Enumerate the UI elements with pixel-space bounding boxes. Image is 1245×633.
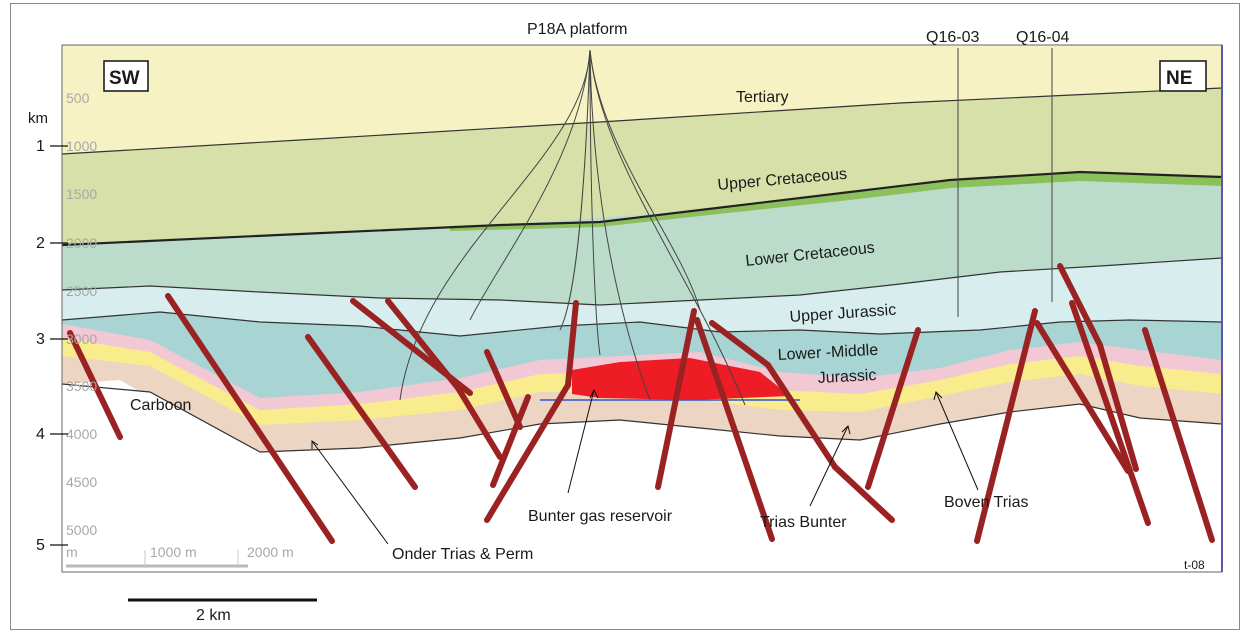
depth-tick: 1500 xyxy=(66,186,97,202)
distance-scale: m 1000 m 2000 m xyxy=(66,544,294,568)
layer-basement xyxy=(62,384,1222,572)
km-tick: 4 xyxy=(36,426,45,443)
svg-text:NE: NE xyxy=(1166,68,1192,89)
depth-tick: 3500 xyxy=(66,378,97,394)
annotation-bunter-gas-reservoir: Bunter gas reservoir xyxy=(528,508,673,525)
depth-tick: 1000 xyxy=(66,138,97,154)
depth-tick: 4500 xyxy=(66,474,97,490)
figure-frame xyxy=(10,3,1240,630)
depth-tick: 4000 xyxy=(66,426,97,442)
distance-label: 1000 m xyxy=(150,544,197,560)
faults xyxy=(67,263,1215,544)
depth-tick: 2500 xyxy=(66,283,97,299)
orientation-sw: SW xyxy=(103,60,149,92)
annotation-onder-trias-perm: Onder Trias & Perm xyxy=(392,546,533,563)
distance-unit: m xyxy=(66,544,78,560)
horizon-lines xyxy=(62,87,1222,453)
section-panel xyxy=(62,45,1222,572)
well-label-q16-03: Q16-03 xyxy=(926,29,979,46)
label-carboon: Carboon xyxy=(130,397,191,414)
depth-ticks: 500 1000 1500 2000 2500 3000 3500 4000 4… xyxy=(66,90,97,538)
well-label-q16-04: Q16-04 xyxy=(1016,29,1069,46)
km-tick: 3 xyxy=(36,331,45,348)
label-lower-middle-jurassic-2: Jurassic xyxy=(817,367,876,387)
depth-tick: 2000 xyxy=(66,235,97,251)
km-tick: 2 xyxy=(36,235,45,252)
well-paths xyxy=(399,48,1053,406)
km-tick: 5 xyxy=(36,537,45,554)
km-unit: km xyxy=(28,110,48,127)
km-axis: km 1 2 3 4 5 xyxy=(28,110,68,554)
figure-code: t-08 xyxy=(1184,558,1205,572)
km-tick: 1 xyxy=(36,138,45,155)
scale-bar-label: 2 km xyxy=(196,607,231,624)
annotation-trias-bunter: Trias Bunter xyxy=(760,514,847,531)
orientation-ne: NE xyxy=(1159,60,1207,92)
annotation-boven-trias: Boven Trias xyxy=(944,494,1028,511)
svg-text:SW: SW xyxy=(109,68,140,89)
distance-label: 2000 m xyxy=(247,544,294,560)
depth-tick: 5000 xyxy=(66,522,97,538)
platform-label: P18A platform xyxy=(527,21,628,38)
annotation-arrows xyxy=(311,388,979,545)
depth-tick: 3000 xyxy=(66,331,97,347)
depth-tick: 500 xyxy=(66,90,90,106)
label-lower-middle-jurassic-1: Lower -Middle xyxy=(777,342,878,364)
label-tertiary: Tertiary xyxy=(736,89,788,106)
